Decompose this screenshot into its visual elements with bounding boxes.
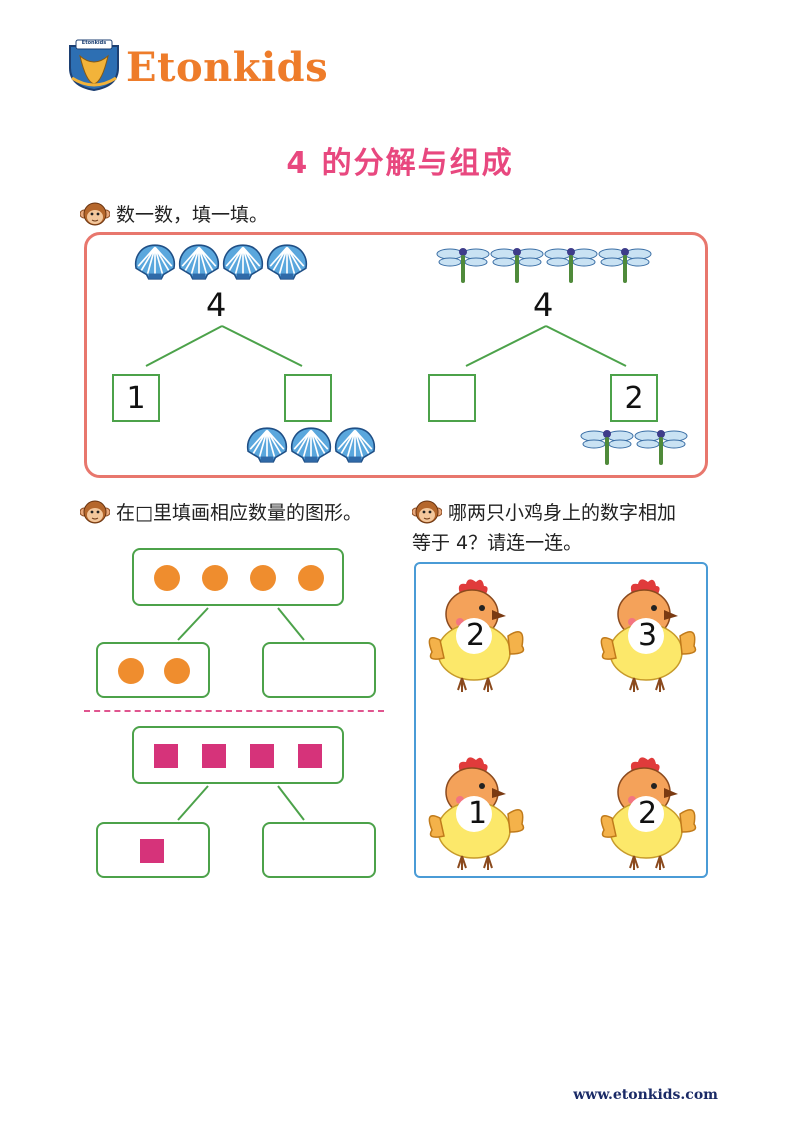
logo-crest-text: Etonkids [81,40,107,46]
orange-dot [298,565,324,591]
shell-icon [178,243,220,281]
orange-dot [164,658,190,684]
dragonfly-group-top [436,244,652,284]
section1-instruction: 数一数，填一填。 [80,200,268,227]
dashed-divider [84,710,384,712]
orange-dot [154,565,180,591]
dragonfly-icon [634,426,688,466]
squares-tree-lines [177,785,305,821]
orange-dot [118,658,144,684]
left-tree-lines [145,325,303,367]
shell-icon [266,243,308,281]
left-top-number: 4 [206,286,227,324]
shell-icon [334,426,376,464]
monkey-icon [80,499,110,525]
left-box-empty[interactable] [284,374,332,422]
logo-crest: Etonkids [66,38,122,92]
chick-2[interactable]: 3 [594,574,704,694]
right-box-empty[interactable] [428,374,476,422]
circles-right-box-empty[interactable] [262,642,376,698]
chick-frame [414,562,708,878]
section3-instruction-line2: 等于 4？请连一连。 [412,532,583,554]
circles-tree-lines [177,607,305,641]
section3-instruction-2: 等于 4？请连一连。 [412,528,582,555]
circles-top-box [132,548,344,606]
chick-number: 3 [638,618,658,653]
section3-instruction: 哪两只小鸡身上的数字相加 [412,498,676,525]
pink-square [140,839,164,863]
chick-number: 1 [468,796,488,831]
footer-url[interactable]: www.etonkids.com [573,1087,718,1103]
circles-left-box [96,642,210,698]
right-box-answer[interactable]: 2 [610,374,658,422]
shell-icon [222,243,264,281]
orange-dot [250,565,276,591]
squares-left-box [96,822,210,878]
section2-instruction: 在□里填画相应数量的图形。 [80,498,362,525]
chick-4[interactable]: 2 [594,752,704,872]
section1-frame [84,232,708,478]
right-top-number: 4 [533,286,554,324]
shell-icon [246,426,288,464]
section2-instruction-text: 在□里填画相应数量的图形。 [116,502,362,524]
dragonfly-group-bottom [580,426,690,466]
page-title: 4 的分解与组成 [286,146,514,181]
shell-icon [134,243,176,281]
chick-3[interactable]: 1 [422,752,532,872]
chick-1[interactable]: 2 [422,574,532,694]
orange-dot [202,565,228,591]
dragonfly-icon [580,426,634,466]
shell-icon [290,426,332,464]
dragonfly-icon [490,244,544,284]
monkey-icon [80,201,110,227]
pink-square [250,744,274,768]
shell-group-bottom [246,426,376,464]
monkey-icon [412,499,442,525]
section3-instruction-line1: 哪两只小鸡身上的数字相加 [448,502,677,524]
left-box-answer[interactable]: 1 [112,374,160,422]
chick-number: 2 [638,796,658,831]
section1-instruction-text: 数一数，填一填。 [116,204,269,226]
dragonfly-icon [436,244,490,284]
shell-group-top [134,243,310,281]
pink-square [298,744,322,768]
brand-logo-text: Etonkids [126,44,329,91]
squares-top-box [132,726,344,784]
dragonfly-icon [598,244,652,284]
dragonfly-icon [544,244,598,284]
squares-right-box-empty[interactable] [262,822,376,878]
pink-square [202,744,226,768]
chick-number: 2 [466,618,486,653]
pink-square [154,744,178,768]
right-tree-lines [465,325,627,367]
